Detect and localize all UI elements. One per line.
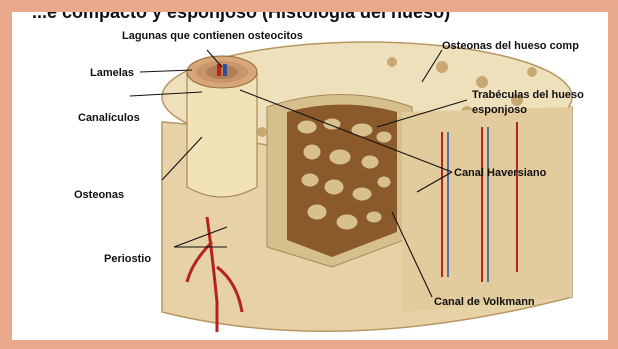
spongy-bone [267, 95, 412, 268]
label-trabeculas-line1: Trabéculas del hueso [472, 89, 584, 102]
label-canal-volkmann: Canal de Volkmann [434, 296, 535, 309]
diagram-panel: ...e compacto y esponjoso (Histología de… [12, 12, 608, 340]
osteon-column [187, 56, 257, 197]
label-periostio: Periostio [104, 253, 151, 266]
label-osteonas-hueso-compacto: Osteonas del hueso comp [442, 40, 579, 53]
label-lamelas: Lamelas [90, 67, 134, 80]
compact-bone-face [402, 107, 572, 312]
label-trabeculas-line2: esponjoso [472, 104, 527, 117]
label-lagunas: Lagunas que contienen osteocitos [122, 30, 303, 43]
label-canal-haversiano: Canal Haversiano [454, 167, 546, 180]
label-canaliculos: Canalículos [78, 112, 140, 125]
label-osteonas: Osteonas [74, 189, 124, 202]
